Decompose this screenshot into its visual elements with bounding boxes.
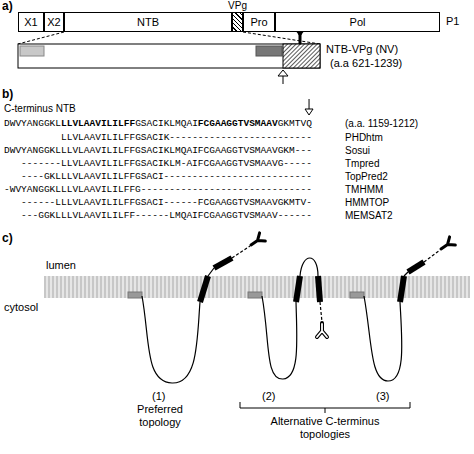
sequence-tm: LLVLAAVILILFF — [61, 118, 135, 129]
prediction: -------LLVLAAVILILFFGSACIKLM-AIFCGAAGGTV… — [21, 158, 312, 169]
cleavage-arrow — [305, 99, 313, 115]
domain-box: X1 — [18, 12, 44, 32]
domain-box: Pro — [243, 12, 275, 32]
prediction: -WVYANGGKLLLVLAAVILILFFG----------------… — [4, 184, 312, 195]
domain-box: NTB — [64, 12, 232, 32]
domain-label: Pol — [350, 16, 366, 28]
construct-name: NTB-VPg (NV) — [326, 43, 398, 56]
sequence: GKMTVQ — [278, 118, 312, 129]
zoom-lines — [18, 32, 320, 44]
sequence-heading: C-terminus NTB — [4, 102, 76, 115]
compartment-label: lumen — [46, 259, 76, 272]
panel-letter: c) — [2, 232, 13, 245]
domain-box: Pol — [275, 12, 440, 32]
domain-label: X2 — [47, 16, 60, 28]
topology-caption: Alternative C-terminus topologies — [250, 415, 400, 441]
domain-box: X2 — [44, 12, 64, 32]
callout-number: (1) — [152, 390, 165, 403]
prediction: ---GGKLLLVLAAVILILFF------LMQAIFCGAAGGTV… — [21, 210, 312, 221]
sequence-tm: FCGAAGGTVSMAAV — [198, 118, 278, 129]
domain-label: X1 — [24, 16, 37, 28]
sequence: GSACIKLMQAI — [135, 118, 198, 129]
method-name: PHDhtm — [345, 131, 383, 144]
callout-number: (2) — [262, 390, 275, 403]
domain-box: VPg — [232, 12, 243, 32]
cleavage-arrow — [278, 70, 288, 84]
method-name: Sosui — [345, 144, 370, 157]
callout-number: (3) — [376, 390, 389, 403]
ntb-vpg-bar — [18, 44, 320, 68]
bracket — [240, 402, 410, 413]
protein-name: P1 — [446, 15, 459, 28]
topology-caption: Preferred topology — [120, 403, 200, 429]
sequence: DWVYANGGKL — [4, 118, 61, 129]
prediction: DWVYANGGKLLLVLAAVILILFFGSACIKLMQAIFCGAAG… — [4, 145, 312, 156]
topology-3 — [350, 237, 455, 381]
domain-label: NTB — [137, 16, 159, 28]
prediction: ------LLLVLAAVILILFFGSACI------FCGAAGGTV… — [21, 197, 312, 208]
domain-label: Pro — [250, 16, 267, 28]
prediction: ----GKLLLVLAAVILILFFGSACI---------------… — [21, 171, 312, 182]
prediction: LLVLAAVILILFFGSACIK---------------------… — [61, 132, 312, 143]
method-name: TopPred2 — [345, 170, 388, 183]
method-name: Tmpred — [345, 157, 379, 170]
residue-range: (a.a. 1159-1212) — [345, 117, 418, 130]
method-name: HMMTOP — [345, 196, 389, 209]
method-name: TMHMM — [345, 183, 383, 196]
compartment-label: cytosol — [4, 301, 38, 314]
domain-label: VPg — [228, 0, 247, 11]
panel-letter: a) — [2, 0, 13, 13]
panel-letter: b) — [2, 88, 13, 101]
topology-2 — [248, 258, 327, 379]
topology-1 — [128, 233, 265, 383]
residue-range: (a.a 621-1239) — [330, 57, 402, 70]
method-name: MEMSAT2 — [345, 209, 393, 222]
